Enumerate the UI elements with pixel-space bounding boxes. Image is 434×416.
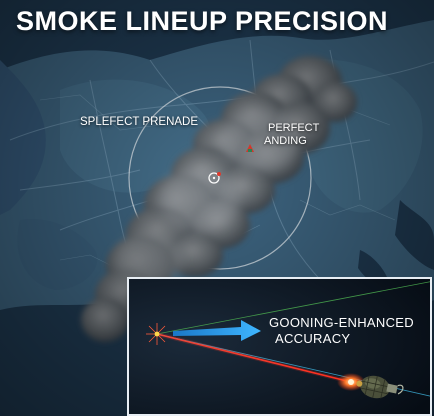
inset-trajectory-view [129,279,430,414]
inset-caption-line2: ACCURACY [275,331,351,346]
inset-caption-line1: GOONING-ENHANCED [269,315,414,330]
prenade-label: SPLEFECT PRENADE [80,116,199,128]
trajectory-lines [156,281,430,397]
origin-spark-icon [146,323,166,345]
landing-label-line2: ANDING [264,135,307,147]
landing-label-line1: PERFECT [268,122,320,134]
inset-caption: GOONING-ENHANCED ACCURACY [269,315,414,347]
grenade-icon [337,373,404,399]
arrow-icon [173,320,261,341]
landing-label: PERFECT ANDING [262,122,326,148]
page-title: SMOKE LINEUP PRECISION [16,6,389,36]
inset-panel: GOONING-ENHANCED ACCURACY [127,277,432,416]
